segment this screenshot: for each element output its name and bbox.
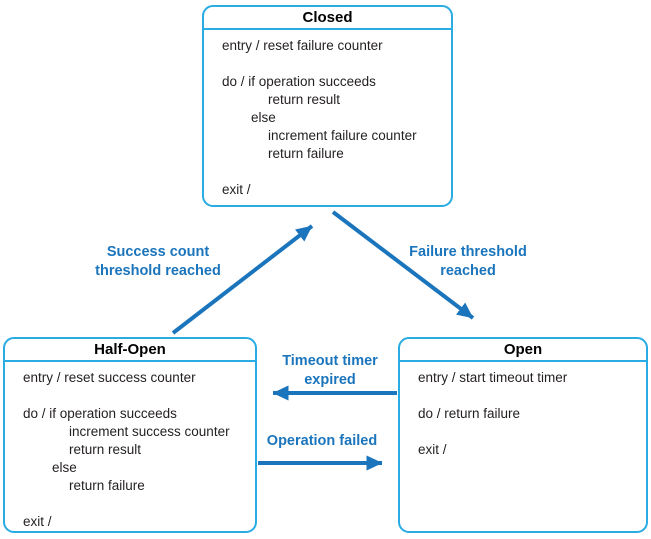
blank-line — [23, 495, 249, 513]
state-line: do / if operation succeeds — [222, 74, 376, 89]
state-line: do / return failure — [418, 406, 521, 421]
transition-label-line: Success count — [106, 244, 210, 260]
blank-line — [23, 387, 249, 405]
state-line: return failure — [69, 478, 145, 493]
state-box-closed: Closed entry / reset failure counter do … — [202, 5, 453, 207]
state-line: do / if operation succeeds — [23, 406, 177, 421]
state-line: else — [251, 110, 276, 125]
blank-line — [222, 55, 445, 73]
state-line: return failure — [268, 146, 344, 161]
state-title-open: Open — [400, 339, 646, 362]
state-title-closed: Closed — [204, 7, 451, 30]
state-line: exit / — [418, 442, 447, 457]
blank-line — [418, 387, 640, 405]
state-line: increment success counter — [69, 424, 230, 439]
transition-label-success-threshold: Success count threshold reached — [83, 243, 233, 281]
state-line: entry / reset success counter — [23, 370, 196, 385]
state-line: entry / start timeout timer — [418, 370, 568, 385]
state-body-closed: entry / reset failure counter do / if op… — [204, 30, 451, 199]
state-line: exit / — [222, 182, 251, 197]
transition-label-timeout-expired: Timeout timer expired — [255, 352, 405, 390]
state-box-open: Open entry / start timeout timer do / re… — [398, 337, 648, 533]
state-line: increment failure counter — [268, 128, 417, 143]
transition-label-line: Failure threshold — [409, 244, 527, 260]
transition-label-line: expired — [304, 372, 356, 388]
transition-label-failure-threshold: Failure threshold reached — [388, 243, 548, 281]
blank-line — [418, 423, 640, 441]
state-body-open: entry / start timeout timer do / return … — [400, 362, 646, 459]
state-line: return result — [268, 92, 341, 107]
state-box-half-open: Half-Open entry / reset success counter … — [3, 337, 257, 533]
transition-label-operation-failed: Operation failed — [242, 432, 402, 451]
blank-line — [222, 163, 445, 181]
transition-label-line: threshold reached — [95, 263, 221, 279]
transition-label-line: Operation failed — [266, 433, 378, 449]
state-line: return result — [69, 442, 142, 457]
transition-label-line: Timeout timer — [282, 353, 378, 369]
state-title-half-open: Half-Open — [5, 339, 255, 362]
state-line: exit / — [23, 514, 52, 529]
state-line: else — [52, 460, 77, 475]
state-body-half-open: entry / reset success counter do / if op… — [5, 362, 255, 531]
transition-label-line: reached — [440, 263, 496, 279]
state-line: entry / reset failure counter — [222, 38, 383, 53]
